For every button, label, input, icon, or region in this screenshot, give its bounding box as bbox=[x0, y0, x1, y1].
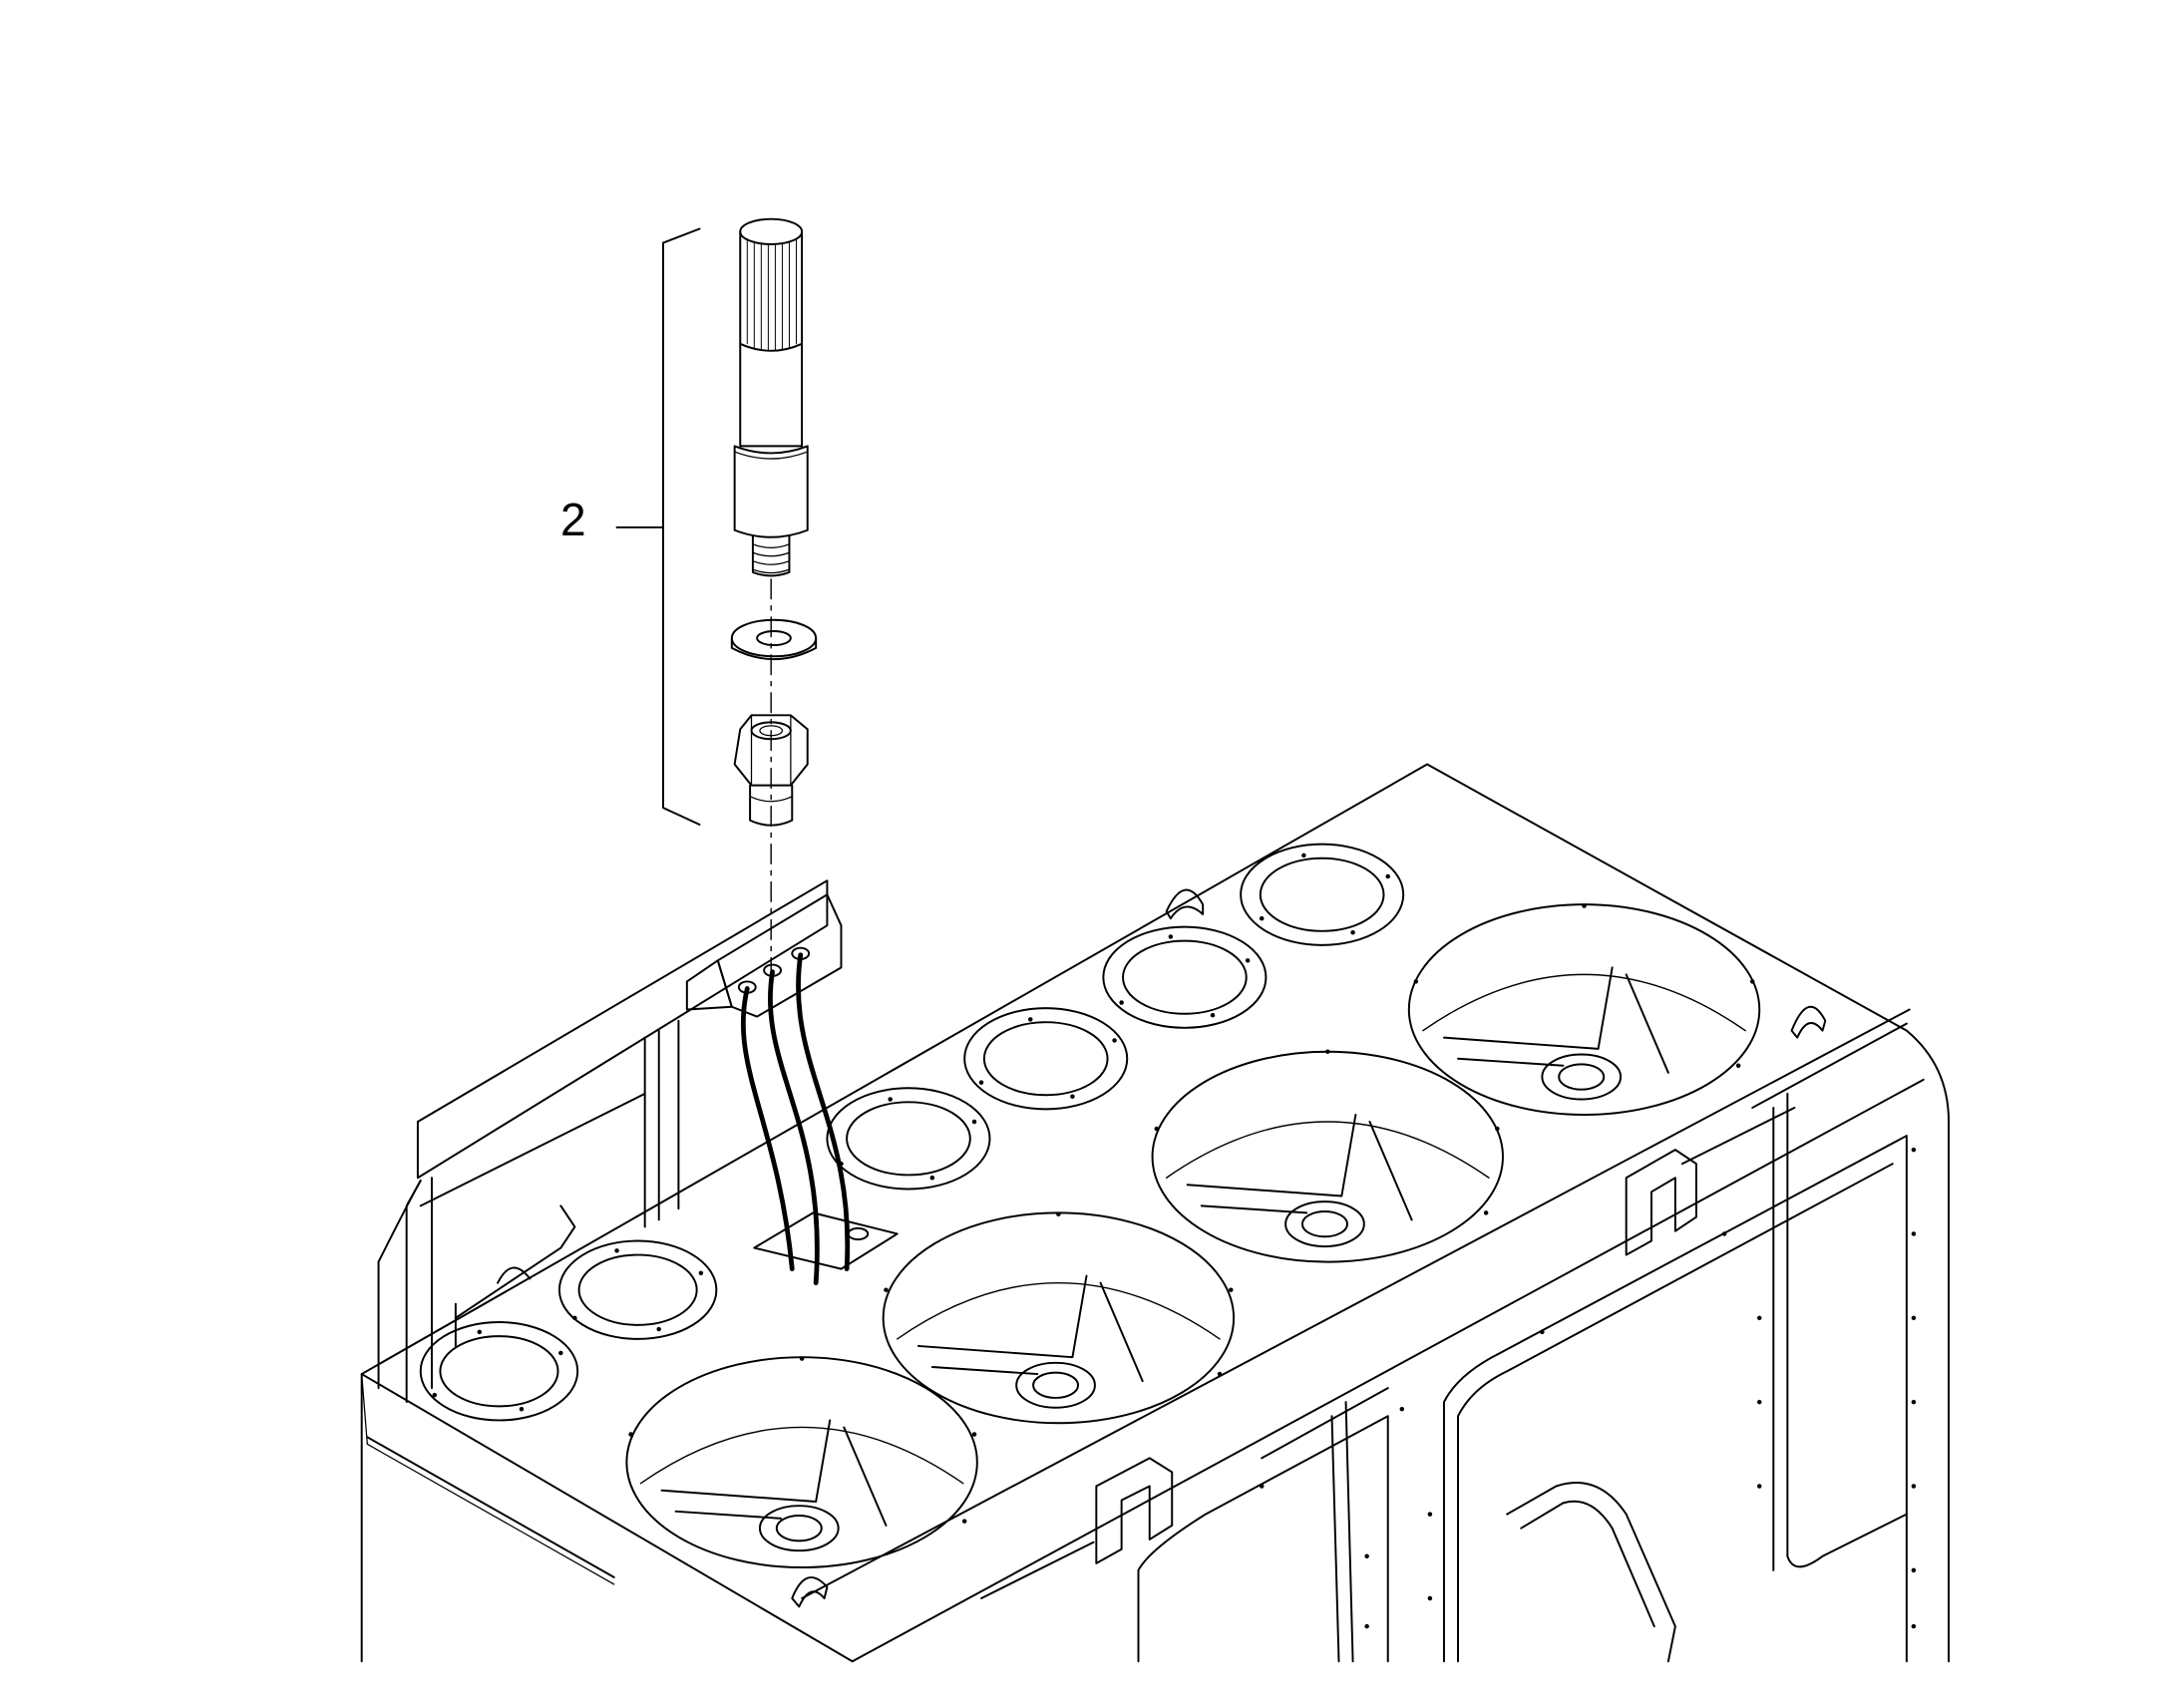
sensor-mount-block bbox=[685, 893, 843, 1018]
washer bbox=[730, 618, 818, 661]
cable-harness bbox=[740, 952, 851, 1286]
rear-rail bbox=[377, 879, 829, 1404]
sensor-probe bbox=[733, 217, 809, 577]
spoked-cell-opening bbox=[625, 903, 1761, 1569]
lifting-eye bbox=[497, 888, 1827, 1608]
bolt-holes bbox=[432, 853, 1917, 1629]
cable-grommet-plate bbox=[753, 1211, 899, 1270]
side-frame bbox=[980, 1022, 1908, 1663]
callout-label-2: 2 bbox=[560, 494, 586, 545]
housing-outline bbox=[360, 763, 1951, 1663]
mounting-lug bbox=[1095, 1149, 1697, 1564]
port-ring bbox=[419, 843, 1405, 1422]
callout-bracket bbox=[615, 227, 701, 826]
